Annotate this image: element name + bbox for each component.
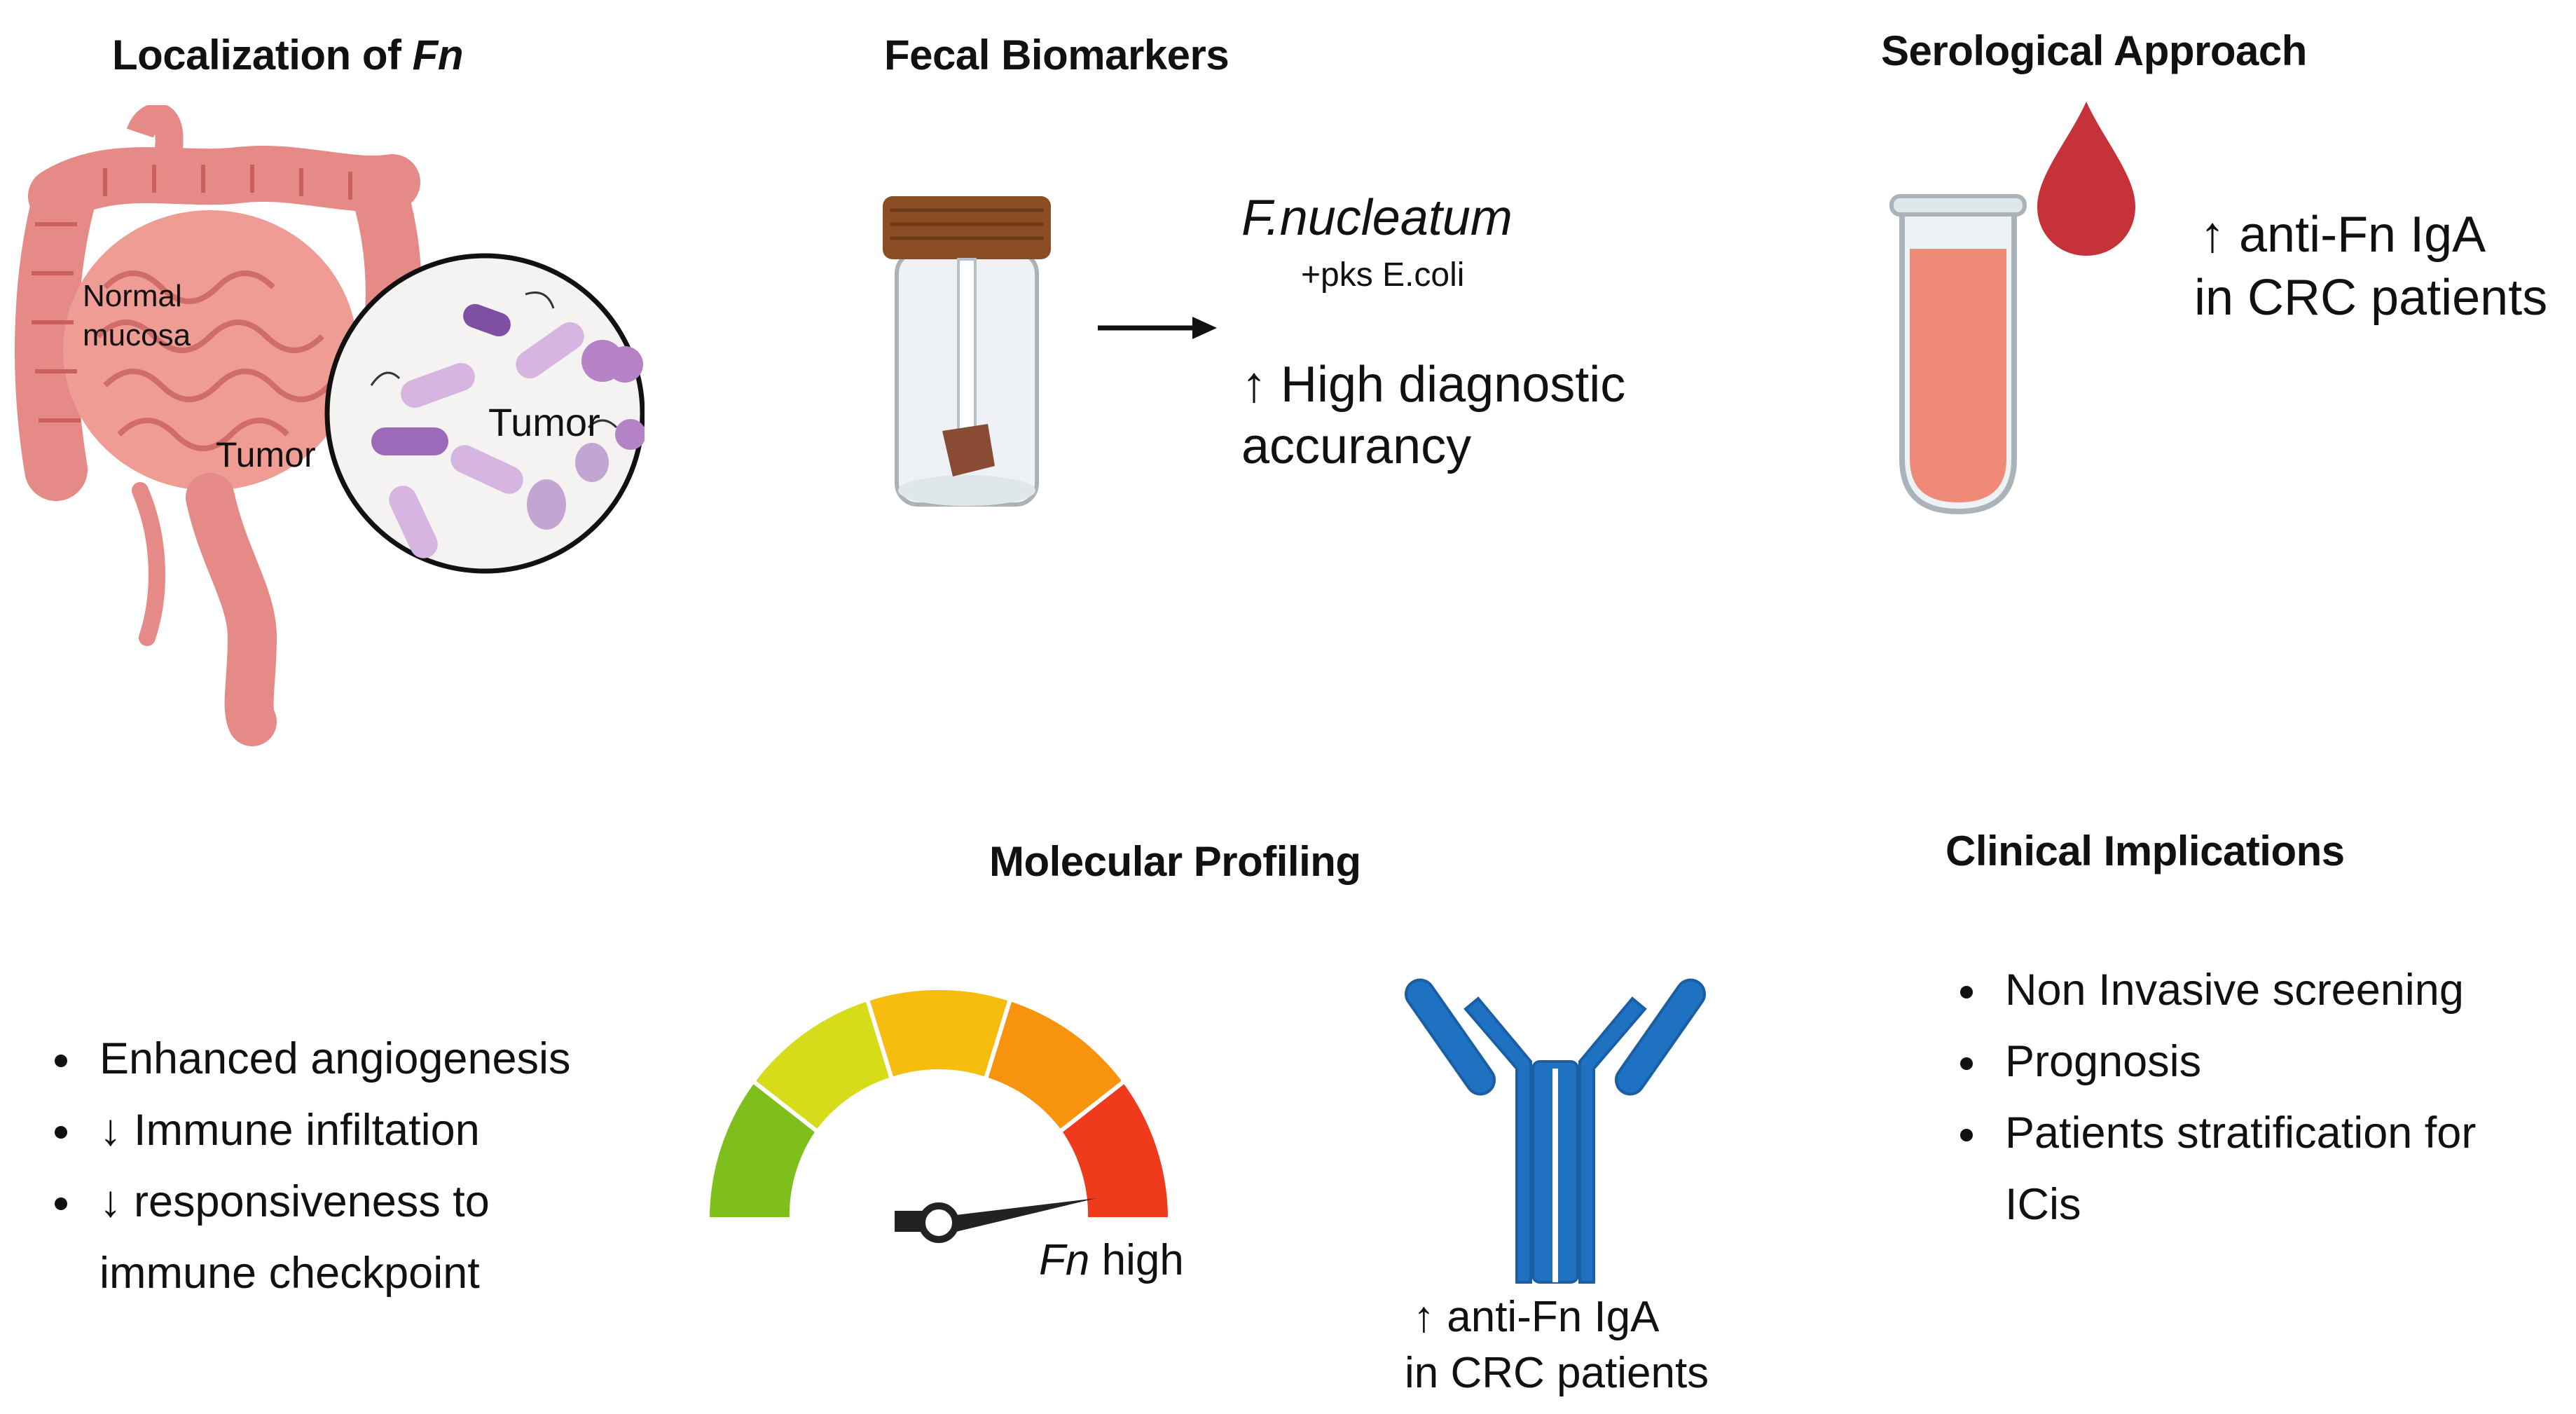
list-item-continuation: immune checkpoint xyxy=(99,1249,480,1298)
list-item: Patients stratification for xyxy=(1955,1097,2476,1169)
list-item: Prognosis xyxy=(1955,1026,2476,1097)
fecal-arrow xyxy=(1098,317,1217,339)
fecal-result: ↑ High diagnostic accurancy xyxy=(1241,357,1626,474)
stool-sample-jar xyxy=(883,196,1051,507)
gauge-segment-red xyxy=(1056,1078,1173,1221)
fecal-species: F.nucleatum xyxy=(1241,190,1513,246)
blood-tube xyxy=(1889,194,2027,515)
list-item-continuation: ICis xyxy=(2005,1180,2081,1229)
localization-title-fn: Fn xyxy=(412,32,464,78)
stool-sample xyxy=(942,424,995,476)
list-item: Enhanced angiogenesis xyxy=(49,1023,571,1094)
serological-result: ↑ anti-Fn IgA in CRC patients xyxy=(2194,207,2548,326)
fecal-title: Fecal Biomarkers xyxy=(884,32,1230,78)
gauge-label: Fn high xyxy=(1039,1236,1184,1284)
bacteria-cluster xyxy=(370,291,645,558)
gauge-needle xyxy=(921,1198,1096,1237)
clinical-list: Non Invasive screening Prognosis Patient… xyxy=(1955,954,2476,1240)
antibody-result: ↑ anti-Fn IgA in CRC patients xyxy=(1405,1293,1709,1397)
label-tumor-colon: Tumor xyxy=(216,435,316,474)
molecular-title: Molecular Profiling xyxy=(989,838,1361,885)
blood-tube-fill xyxy=(1910,249,2006,502)
label-normal-mucosa: Normal mucosa xyxy=(83,279,191,352)
tumor-zoom-circle xyxy=(324,253,645,574)
clinical-title: Clinical Implications xyxy=(1945,828,2345,874)
list-item: ↓ Immune infiltation xyxy=(49,1094,571,1166)
serological-title: Serological Approach xyxy=(1881,27,2307,74)
effects-list: Enhanced angiogenesis ↓ Immune infiltati… xyxy=(49,1023,571,1309)
rectum xyxy=(186,473,277,746)
label-tumor-zoom: Tumor xyxy=(488,400,600,444)
antibody-icon xyxy=(1404,978,1707,1284)
blood-drop-icon xyxy=(2037,102,2135,256)
transverse-colon xyxy=(28,145,420,224)
colon-top-tube xyxy=(127,105,184,156)
list-item: Non Invasive screening xyxy=(1955,954,2476,1026)
localization-title: Localization of Fn xyxy=(112,32,464,78)
ascending-colon xyxy=(15,172,95,501)
colon-illustration xyxy=(15,105,422,746)
fn-gauge xyxy=(705,988,1173,1243)
fecal-co-marker: +pks E.coli xyxy=(1301,256,1465,294)
jar-lid xyxy=(883,196,1051,259)
list-item: ↓ responsiveness to xyxy=(49,1166,571,1237)
